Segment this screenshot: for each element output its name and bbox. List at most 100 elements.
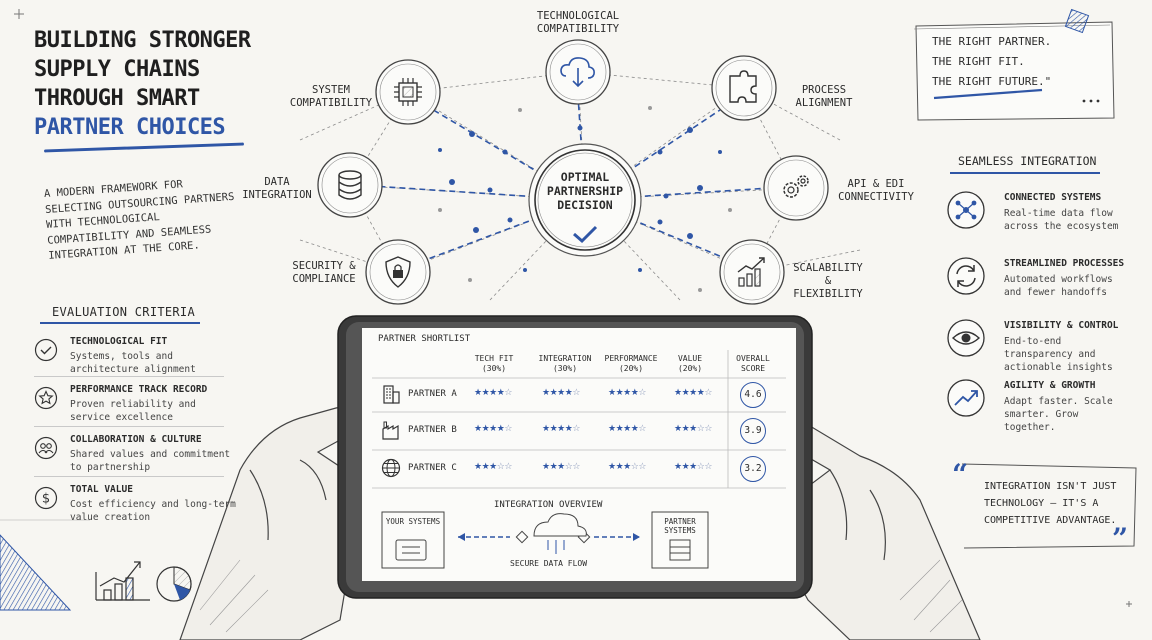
quote-line-1: The right partner. bbox=[932, 35, 1052, 48]
star-filled-icon: ★ bbox=[674, 424, 682, 434]
star-empty-icon: ☆ bbox=[638, 388, 646, 398]
star-filled-icon: ★ bbox=[674, 388, 682, 398]
star-filled-icon: ★ bbox=[689, 424, 697, 434]
trend-up-icon bbox=[947, 379, 985, 417]
star-filled-icon: ★ bbox=[564, 424, 573, 434]
column-label: Integration bbox=[538, 354, 592, 363]
star-empty-icon: ☆ bbox=[504, 424, 512, 434]
star-filled-icon: ★ bbox=[630, 388, 639, 398]
star-filled-icon: ★ bbox=[681, 462, 690, 472]
partner-name: Partner A bbox=[408, 389, 457, 399]
star-filled-icon: ★ bbox=[496, 388, 505, 398]
factory-icon bbox=[382, 421, 399, 440]
quote-top: The right partner. The right fit. The ri… bbox=[932, 32, 1102, 92]
star-filled-icon: ★ bbox=[608, 462, 616, 472]
svg-text:”: ” bbox=[1112, 522, 1128, 555]
star-filled-icon: ★ bbox=[542, 462, 550, 472]
star-filled-icon: ★ bbox=[474, 424, 482, 434]
node-label-technological-compatibility: Technological Compatibility bbox=[536, 10, 620, 35]
star-filled-icon: ★ bbox=[542, 424, 550, 434]
star-filled-icon: ★ bbox=[630, 424, 639, 434]
criteria-desc: Shared values and commitment to partners… bbox=[70, 449, 231, 473]
star-empty-icon: ☆ bbox=[564, 462, 573, 472]
star-filled-icon: ★ bbox=[681, 424, 690, 434]
criteria-title: Technological Fit bbox=[70, 336, 168, 347]
criteria-divider bbox=[34, 426, 224, 427]
star-filled-icon: ★ bbox=[481, 424, 490, 434]
partner-name: Partner B bbox=[408, 425, 457, 435]
gears-icon bbox=[783, 175, 809, 198]
title-line-4: Partner Choices bbox=[34, 115, 226, 140]
star-filled-icon: ★ bbox=[496, 424, 505, 434]
puzzle-icon bbox=[729, 70, 757, 103]
star-filled-icon: ★ bbox=[549, 424, 558, 434]
criteria-title: Performance Track Record bbox=[70, 384, 208, 395]
feature-title: Streamlined Processes bbox=[1004, 258, 1125, 269]
title-line-1: Building Stronger bbox=[34, 28, 251, 53]
node-label-security: Security & Compliance bbox=[292, 260, 356, 285]
cloud-download-icon bbox=[560, 57, 595, 88]
criteria-divider bbox=[34, 376, 224, 377]
node-label-data-integration: Data Integration bbox=[242, 176, 312, 201]
pie-chart-doodle bbox=[156, 566, 192, 602]
column-header-tech-fit: Tech Fit (30%) bbox=[462, 354, 526, 374]
quote-bottom: Integration isn't just technology — it's… bbox=[984, 481, 1117, 526]
checkmark-icon bbox=[573, 225, 598, 244]
criteria-desc: Systems, tools and architecture alignmen… bbox=[70, 351, 196, 375]
star-empty-icon: ☆ bbox=[572, 462, 580, 472]
rating-stars: ★★★★☆ bbox=[542, 424, 580, 434]
node-label-scalability: Scalability & Flexibility bbox=[793, 262, 863, 300]
star-empty-icon: ☆ bbox=[696, 424, 705, 434]
table-row[interactable]: Partner C ★★★☆☆ ★★★☆☆ ★★★☆☆ ★★★☆☆ 3.2 bbox=[376, 456, 776, 482]
office-building-icon bbox=[383, 385, 400, 404]
star-filled-icon: ★ bbox=[481, 462, 490, 472]
star-filled-icon: ★ bbox=[608, 388, 616, 398]
column-weight: (30%) bbox=[481, 364, 507, 373]
column-weight: (30%) bbox=[552, 364, 578, 373]
hub-center-text: Optimal Partnership Decision bbox=[546, 170, 624, 212]
criteria-desc: Proven reliability and service excellenc… bbox=[70, 399, 196, 423]
overall-score-badge: 4.6 bbox=[740, 382, 766, 408]
star-filled-icon: ★ bbox=[474, 388, 482, 398]
star-filled-icon: ★ bbox=[557, 462, 565, 472]
check-circle-icon bbox=[34, 338, 58, 362]
seamless-heading: Seamless Integration bbox=[958, 154, 1097, 168]
column-header-value: Value (20%) bbox=[664, 354, 716, 374]
star-empty-icon: ☆ bbox=[572, 424, 580, 434]
table-row[interactable]: Partner A ★★★★☆ ★★★★☆ ★★★★☆ ★★★★☆ 4.6 bbox=[376, 382, 776, 408]
column-header-performance: Performance (20%) bbox=[598, 354, 664, 374]
svg-text:“: “ bbox=[952, 458, 968, 491]
partner-systems-label: Partner Systems bbox=[664, 517, 696, 535]
criteria-divider bbox=[34, 476, 224, 477]
rating-stars: ★★★☆☆ bbox=[474, 462, 512, 472]
star-empty-icon: ☆ bbox=[696, 462, 705, 472]
star-filled-icon: ★ bbox=[564, 388, 573, 398]
star-filled-icon: ★ bbox=[696, 388, 705, 398]
blue-corner-triangle bbox=[0, 519, 90, 611]
eye-icon bbox=[947, 319, 985, 357]
evaluation-underline bbox=[40, 322, 200, 324]
title-line-2: Supply Chains bbox=[34, 57, 200, 82]
bar-chart-doodle bbox=[95, 561, 150, 601]
criteria-desc: Cost efficiency and long-term value crea… bbox=[70, 499, 236, 523]
shield-lock-icon bbox=[385, 256, 411, 288]
title-line-3: Through Smart bbox=[34, 86, 200, 111]
star-empty-icon: ☆ bbox=[630, 462, 639, 472]
table-row[interactable]: Partner B ★★★★☆ ★★★★☆ ★★★★☆ ★★★☆☆ 3.9 bbox=[376, 418, 776, 444]
rating-stars: ★★★★☆ bbox=[608, 388, 646, 398]
feature-desc: Adapt faster. Scale smarter. Grow togeth… bbox=[1004, 396, 1113, 433]
chip-icon bbox=[394, 78, 422, 106]
integration-heading: Integration Overview bbox=[494, 500, 603, 510]
partner-name: Partner C bbox=[408, 463, 457, 473]
database-icon bbox=[338, 170, 362, 200]
star-filled-icon: ★ bbox=[549, 462, 558, 472]
star-empty-icon: ☆ bbox=[638, 462, 646, 472]
hub-circle bbox=[528, 143, 642, 257]
feature-desc: Automated workflows and fewer handoffs bbox=[1004, 274, 1113, 298]
star-empty-icon: ☆ bbox=[572, 388, 580, 398]
evaluation-heading: Evaluation Criteria bbox=[52, 305, 195, 319]
rating-stars: ★★★★☆ bbox=[608, 424, 646, 434]
star-filled-icon: ★ bbox=[481, 388, 490, 398]
rating-stars: ★★★★☆ bbox=[542, 388, 580, 398]
